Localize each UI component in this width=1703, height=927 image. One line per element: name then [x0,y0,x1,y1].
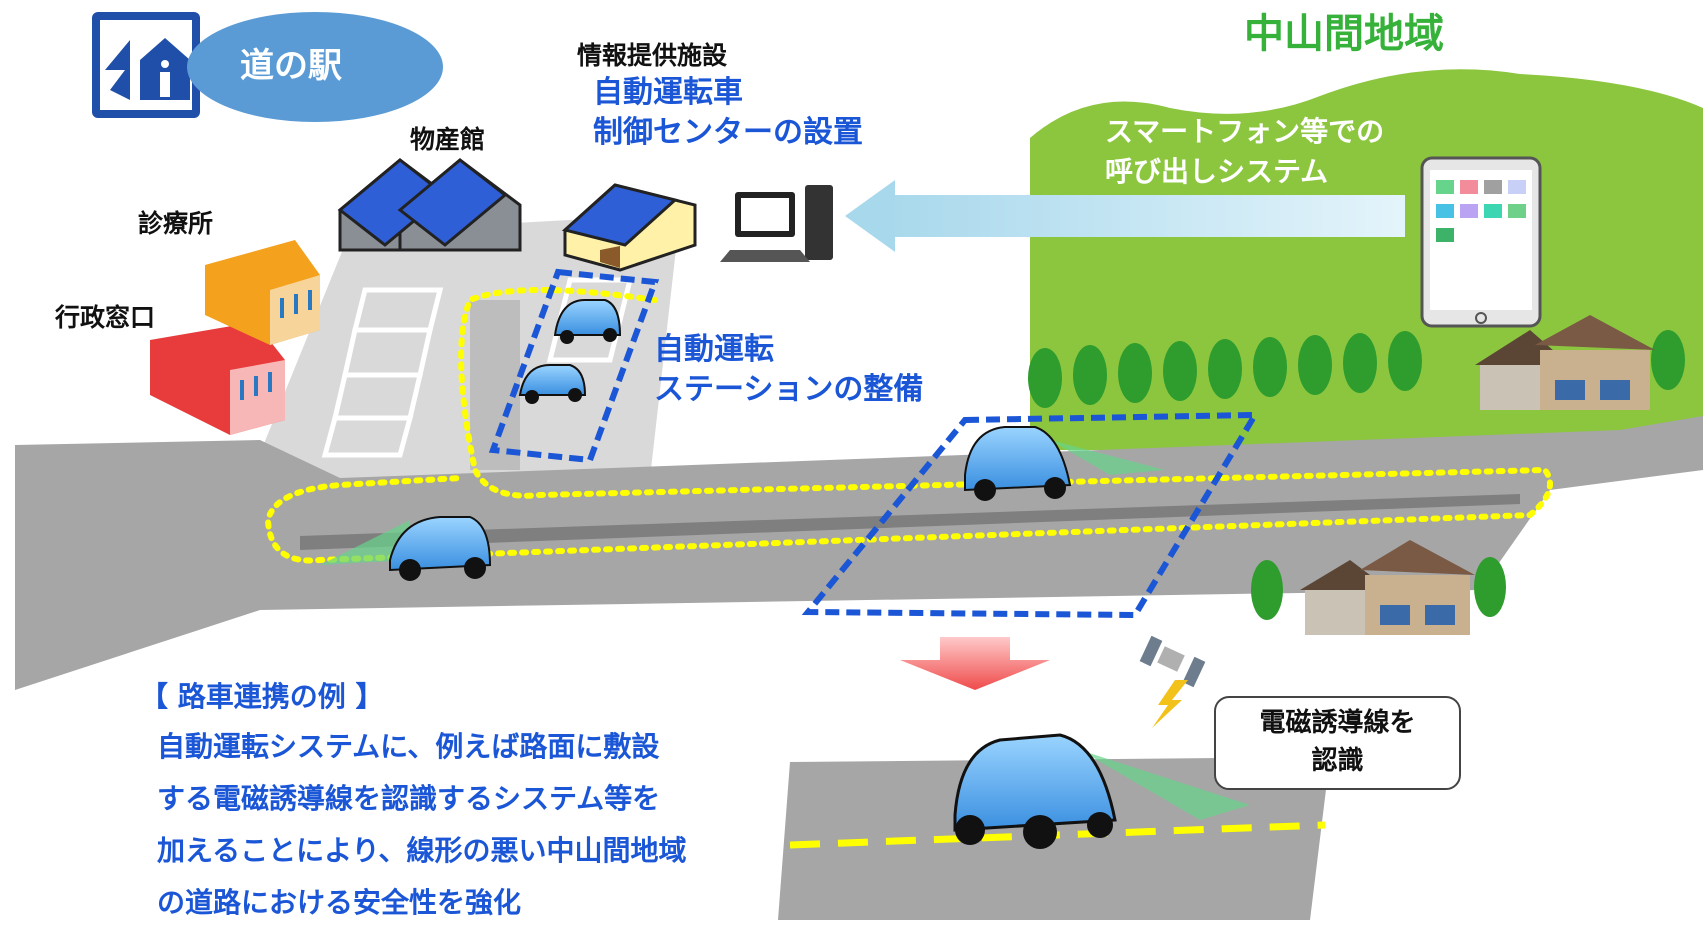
info-facility-caption: 情報提供施設 [577,41,728,70]
lightning-icon [1152,680,1188,728]
roadside-station-icon [92,12,200,118]
house-icon [1475,315,1655,410]
clinic-label: 診療所 [138,209,214,238]
station-label-line1: 自動運転 [654,332,774,367]
clinic-building [205,240,320,345]
station-box [488,268,660,464]
bus-icon-lower [953,733,1117,849]
station-title: 道の駅 [240,46,342,86]
tablet-icon [1420,156,1542,328]
shop-label: 物産館 [410,125,486,154]
control-center-line2: 制御センターの設置 [593,115,863,150]
bus-icon-station-1 [553,299,622,344]
bus-icon-road [964,426,1165,501]
road-median [300,494,1520,550]
desktop-computer-icon [720,185,833,262]
area-title: 中山間地域 [1244,11,1444,57]
lot-divider [470,300,520,470]
admin-building [150,322,285,435]
house-icon-lower [1251,540,1506,635]
tree-row [1028,330,1685,408]
bus-icon-station-2 [518,364,587,404]
bubble-box [1214,696,1461,790]
bubble-line1: 電磁誘導線を [1259,708,1416,738]
example-line-2: する電磁誘導線を認識するシステム等を [157,782,661,815]
satellite-icon [1139,635,1206,688]
call-arrow [845,180,1405,252]
call-system-line1: スマートフォン等での [1105,115,1385,148]
example-line-1: 自動運転システムに、例えば路面に敷設 [157,730,660,763]
bubble-line2: 認識 [1311,746,1364,776]
example-line-3: 加えることにより、線形の悪い中山間地域 [157,834,687,867]
sensor-beam [1080,750,1250,820]
bus-icon [320,516,492,581]
road-section-box [801,411,1261,619]
call-system-line2: 呼び出しシステム [1105,155,1329,188]
guide-line [789,821,1326,849]
station-label-line2: ステーションの整備 [654,372,924,407]
example-heading: 【 路車連携の例 】 [140,680,384,713]
shop-building [337,158,522,252]
down-arrow [900,637,1050,690]
control-center-line1: 自動運転車 [593,75,743,110]
station-title-bg [187,12,443,122]
route-path [264,287,1553,564]
info-facility-building [561,183,697,272]
admin-label: 行政窓口 [55,303,156,332]
example-line-4: の道路における安全性を強化 [157,886,522,919]
